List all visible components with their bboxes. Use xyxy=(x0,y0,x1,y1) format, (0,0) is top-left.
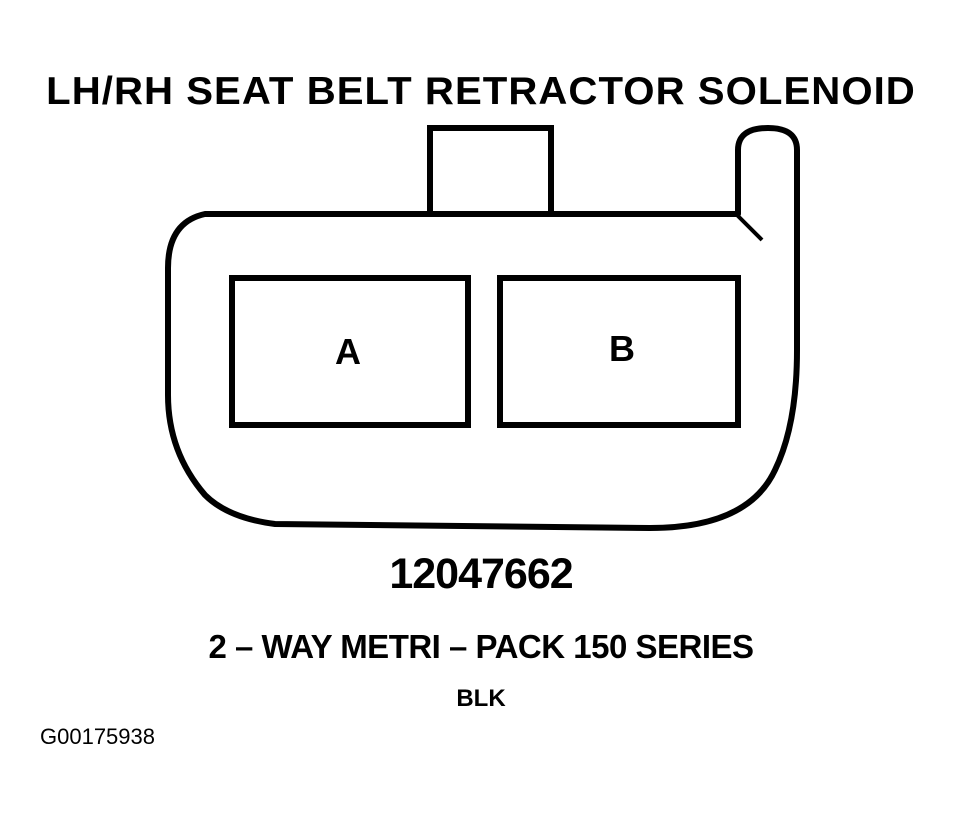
cavity-a xyxy=(229,275,471,428)
figure-id: G00175938 xyxy=(40,724,155,749)
connector-lock-tab xyxy=(427,125,554,217)
connector-body-outline xyxy=(165,125,800,531)
cavity-b-label: B xyxy=(609,328,635,369)
connector-series: 2 – WAY METRI – PACK 150 SERIES xyxy=(208,628,754,665)
connector-latch-line xyxy=(734,212,764,242)
part-number: 12047662 xyxy=(389,550,573,598)
cavity-b xyxy=(497,275,741,428)
diagram-title: LH/RH SEAT BELT RETRACTOR SOLENOID xyxy=(46,70,916,113)
connector-color: BLK xyxy=(456,685,506,712)
cavity-a-label: A xyxy=(335,331,361,372)
